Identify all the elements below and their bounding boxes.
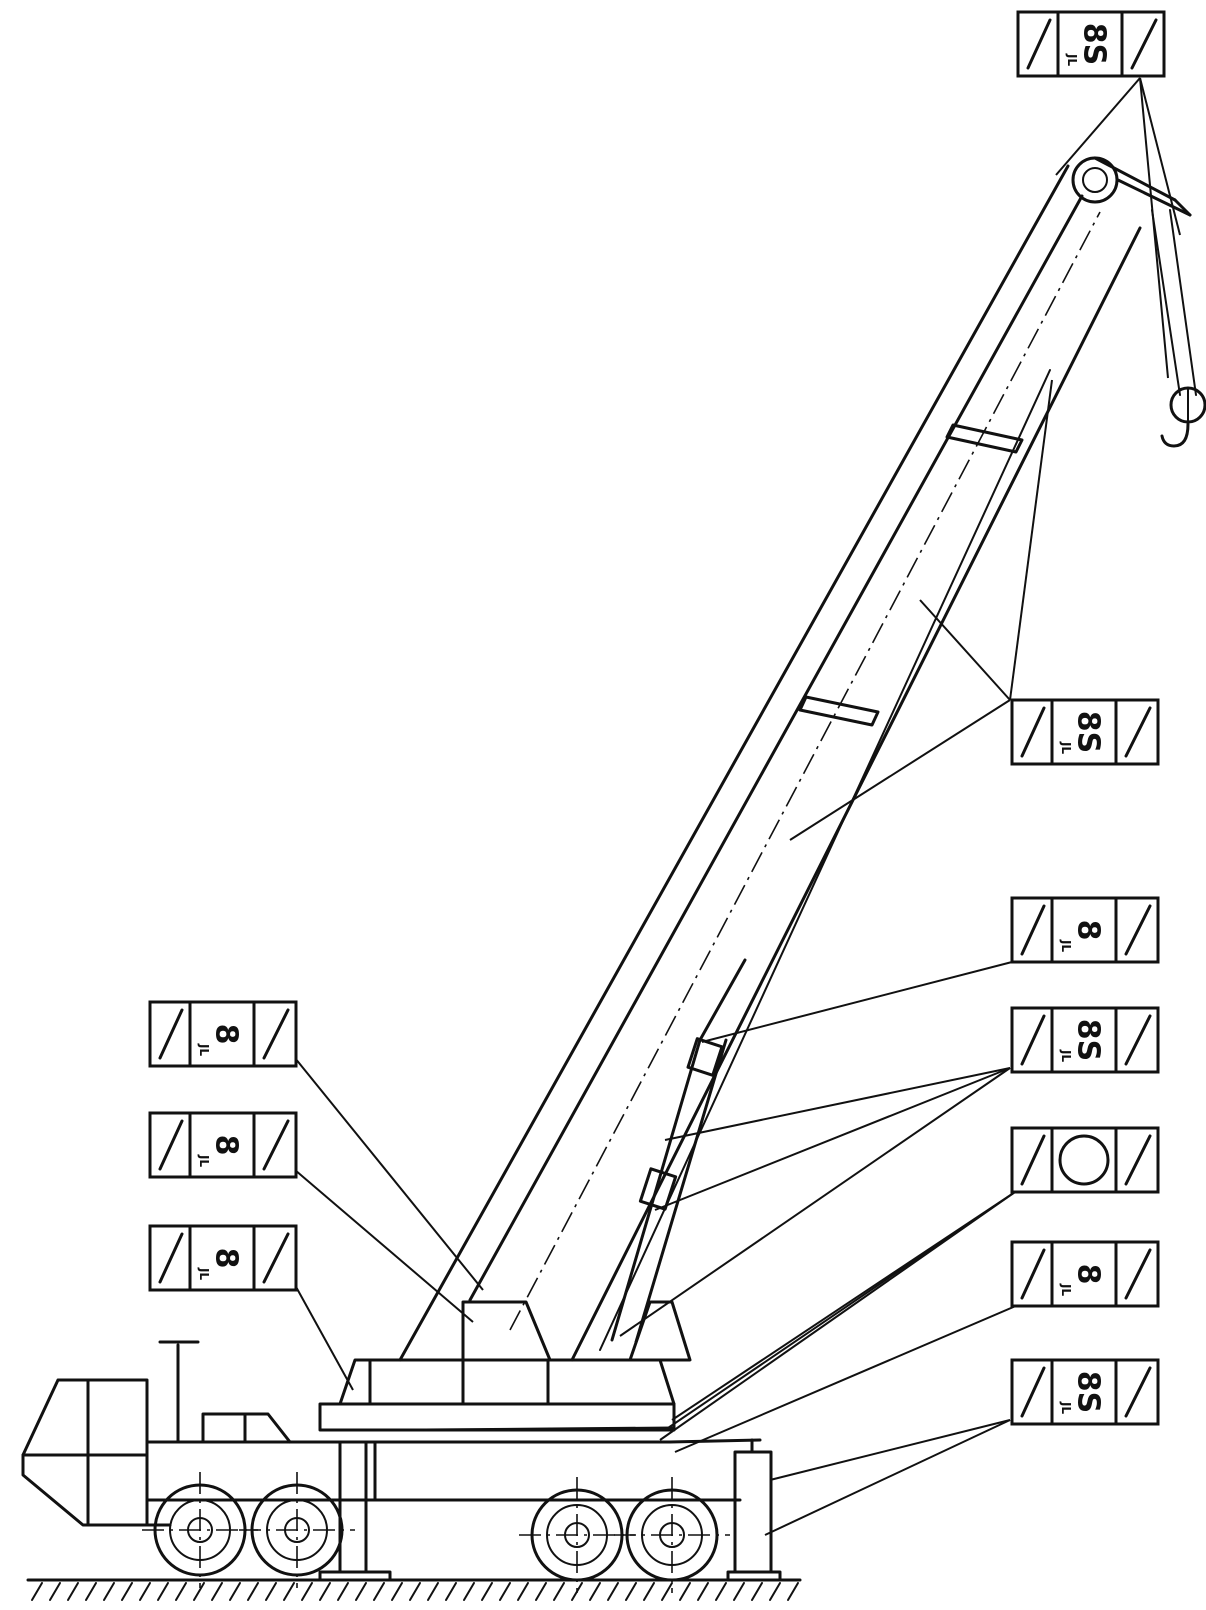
symbol-sub-text: JL [1059,939,1073,952]
leader-lines [294,77,1181,1536]
symbol-frame-left-low: 8JL [148,1224,298,1292]
symbol-main-text: 8 [1071,1264,1106,1285]
symbol-sub-text: JL [1059,1049,1073,1062]
symbol-sub-text: JL [1059,1283,1073,1296]
symbol-sub-text: JL [1059,741,1073,754]
turntable [318,1300,692,1432]
symbol-main-text: 8S [1071,1019,1106,1061]
wheel-4 [614,1477,730,1593]
truck-cab [21,1378,149,1527]
symbol-frame-cyl-top: 8JL [1010,896,1160,964]
symbol-main-text: 8 [209,1024,244,1045]
symbol-main-text: 8 [1071,920,1106,941]
hook-block [1151,209,1206,448]
symbol-main-text: 8S [1077,23,1112,65]
luffing-cylinder [610,958,747,1344]
wheel-2 [239,1472,355,1588]
circularity-symbol-icon [1058,1134,1110,1186]
truck-chassis [145,1340,762,1527]
symbol-sub-text: JL [1065,53,1079,66]
symbol-sub-text: JL [1059,1401,1073,1414]
symbol-frame-left-top: 8JL [148,1000,298,1068]
symbol-sub-text: JL [197,1267,211,1280]
symbol-sub-text: JL [197,1043,211,1056]
symbol-main-text: 8S [1071,1371,1106,1413]
symbol-main-text: 8S [1071,711,1106,753]
symbol-sub-text: JL [197,1154,211,1167]
symbol-main-text: 8 [209,1135,244,1156]
symbol-frame-circle [1010,1126,1160,1194]
ground [26,1578,802,1601]
boom [398,156,1192,1362]
symbol-main-text: 8 [209,1248,244,1269]
symbol-frame-left-mid: 8JL [148,1111,298,1179]
wheels [142,1472,730,1593]
symbol-frame-frame-right: 8JL [1010,1240,1160,1308]
outriggers [318,1438,782,1582]
